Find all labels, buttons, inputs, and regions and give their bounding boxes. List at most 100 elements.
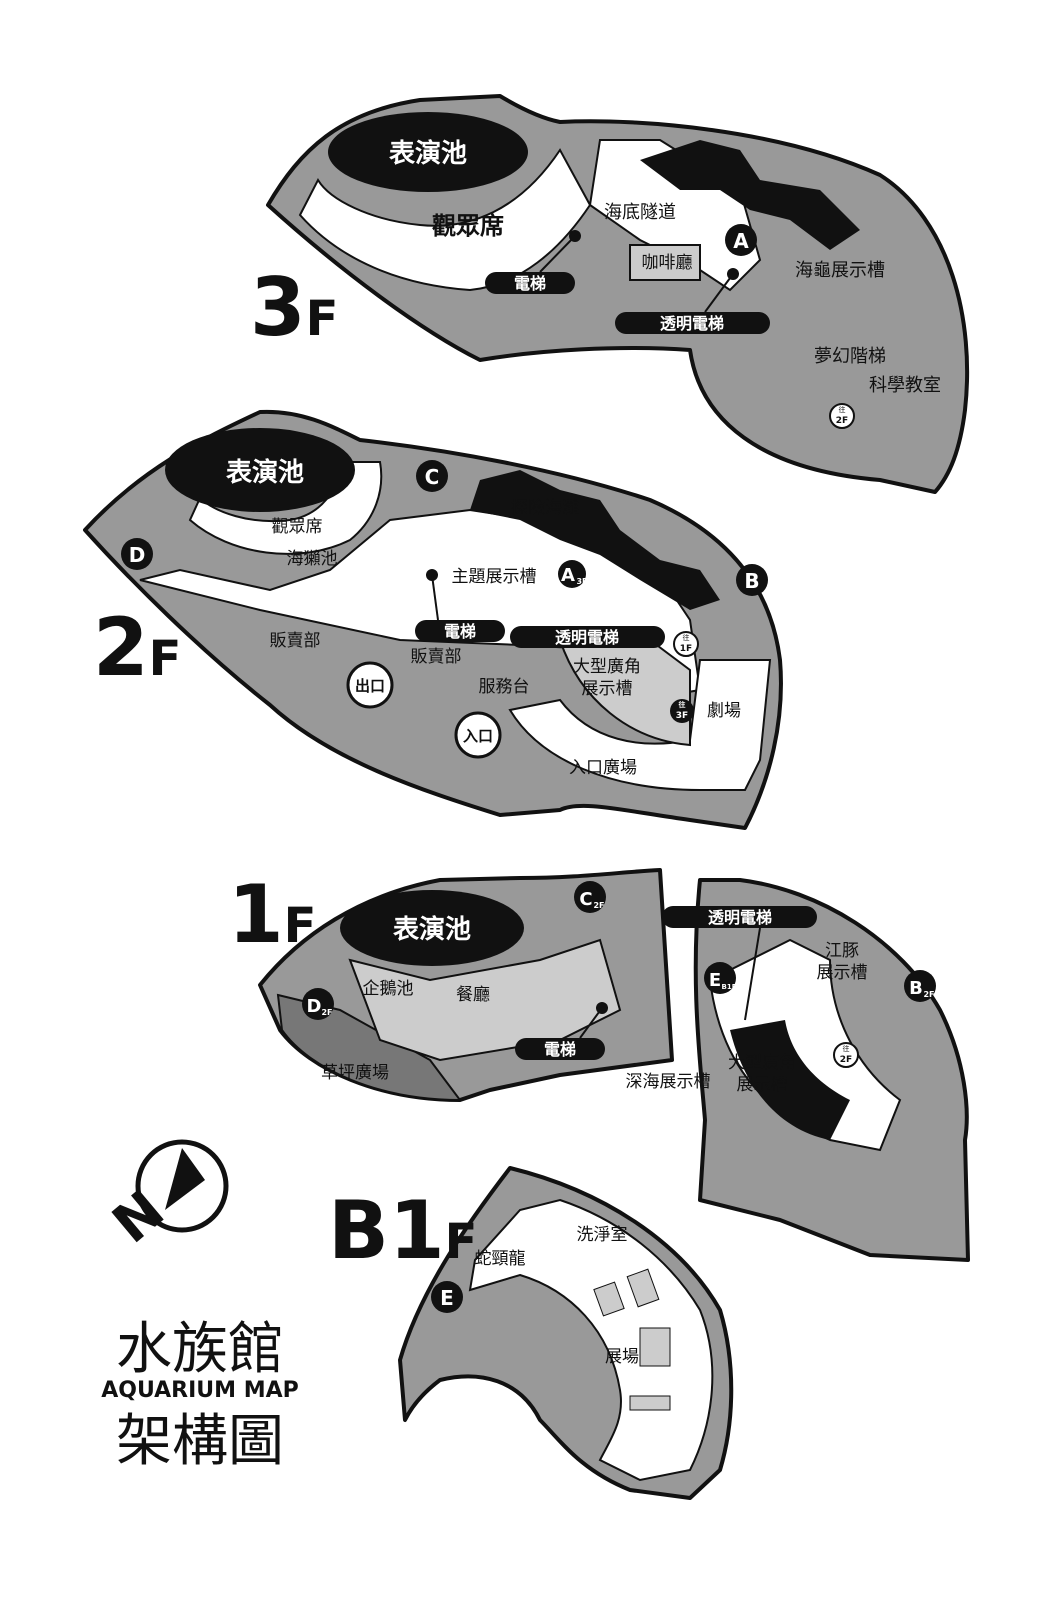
marker-e-1f-label: E [709, 970, 721, 991]
elevator-3f-pill[interactable] [485, 272, 575, 294]
to-2f-badge-3f-label: 2F [836, 416, 848, 426]
compass-arrow-icon [165, 1148, 205, 1210]
penguin-pool-1f-label: 企鵝池 [363, 979, 414, 999]
exhibit-block-4 [629, 1395, 671, 1411]
compass: N [101, 1139, 229, 1255]
wide-tank-1f-shape [730, 1020, 850, 1140]
marker-c-2f[interactable] [416, 460, 448, 492]
seating-2f [188, 461, 383, 555]
beach-2f [470, 470, 720, 610]
floor-b1f-tag: B1F [328, 1184, 477, 1277]
glass-elevator-3f-pill[interactable] [615, 312, 770, 334]
elevator-1f-label: 電梯 [544, 1040, 576, 1059]
marker-b-1f[interactable] [904, 970, 936, 1002]
pool-2f-label: 表演池 [226, 457, 304, 488]
marker-c-2f-label: C [425, 465, 440, 489]
glass-elevator-1f-pill[interactable] [662, 906, 817, 928]
to-2f-badge-1f-small: 往 [843, 1044, 850, 1053]
service-desk-2f-label: 服務台 [479, 677, 530, 697]
elevator-1f-pill[interactable] [515, 1038, 605, 1060]
cafe-3f-room [629, 244, 701, 281]
marker-e-1f[interactable] [704, 962, 736, 994]
theme-tank-2f-leader [431, 574, 439, 621]
marker-c-1f-sub: 2F [593, 901, 604, 910]
theater-2f-label: 劇場 [707, 701, 741, 721]
dolphin-1f-label-2: 展示槽 [817, 963, 868, 983]
exit-2f[interactable] [346, 661, 394, 709]
to-1f-badge-2f-label: 1F [680, 644, 692, 654]
wide-tank-1f-label-2: 展示槽 [737, 1075, 788, 1095]
shop-center-2f-label: 販賣部 [411, 647, 462, 667]
restaurant-1f [348, 938, 622, 1062]
marker-a-2f-label: A [561, 565, 575, 586]
marker-a-3f[interactable] [725, 224, 757, 256]
glass-elevator-1f-label: 透明電梯 [708, 908, 772, 927]
pool-1f-label: 表演池 [393, 914, 471, 945]
tank-area-1f [708, 938, 902, 1152]
dream-stairs-3f-label: 夢幻階梯 [814, 346, 886, 367]
floor-b1f: 洗淨室 蛇頸龍 展場 E B1F [328, 1166, 734, 1500]
elevator-3f-leader [539, 235, 576, 273]
tunnel-3f-label: 海底隧道 [604, 202, 676, 223]
marker-b-1f-sub: 2F [923, 990, 934, 999]
marker-e-b1f[interactable] [431, 1281, 463, 1313]
pool-3f-shape [328, 112, 528, 192]
marker-a-2f-sub: 3F [576, 577, 587, 586]
to-3f-badge-2f-label: 3F [676, 711, 688, 721]
marker-b-2f[interactable] [736, 564, 768, 596]
glass-elevator-3f-leader [704, 273, 734, 313]
wide-tank-2f-label-2: 展示槽 [582, 679, 633, 699]
glass-elevator-1f-leader [744, 927, 761, 1021]
elevator-2f-pill[interactable] [415, 620, 505, 642]
to-3f-badge-2f[interactable] [670, 699, 694, 723]
marker-d-2f[interactable] [121, 538, 153, 570]
otter-pool-2f-label: 海獺池 [287, 549, 338, 569]
marker-d-2f-label: D [129, 543, 146, 567]
deep-sea-1f-label: 深海展示槽 [626, 1072, 711, 1092]
map-title: 水族館 AQUARIUM MAP 架構圖 [101, 1317, 299, 1474]
pool-2f-shape [165, 428, 355, 512]
entrance-plaza-2f-label: 入口廣場 [569, 758, 637, 778]
to-1f-badge-2f[interactable] [673, 631, 699, 657]
title-cn-bottom: 架構圖 [116, 1409, 284, 1474]
to-1f-badge-2f-small: 往 [683, 633, 690, 642]
marker-a-2f[interactable] [558, 560, 586, 588]
exhibit-hall-b1f-label: 展場 [605, 1347, 639, 1367]
exhibit-block-2 [626, 1268, 660, 1308]
cafe-3f-label: 咖啡廳 [642, 253, 693, 273]
wide-tank-2f [558, 639, 691, 747]
theme-tank-2f-label: 主題展示槽 [452, 567, 537, 587]
title-cn-top: 水族館 [116, 1317, 284, 1382]
marker-c-1f[interactable] [574, 881, 606, 913]
floor-3f-tag: 3F [250, 261, 338, 354]
entrance-2f-label: 入口 [463, 727, 493, 745]
turtle-tank-3f-label: 海龜展示槽 [795, 260, 885, 281]
science-room-3f-label: 科學教室 [869, 375, 941, 396]
marker-e-1f-sub: B1F [722, 983, 737, 991]
glass-elevator-2f-pill[interactable] [510, 626, 665, 648]
elevator-2f-label: 電梯 [444, 622, 476, 641]
marker-c-1f-label: C [579, 889, 592, 910]
floor-1f: 表演池 企鵝池 餐廳 草坪廣場 電梯 透明電梯 江豚 展示槽 大型廣角 展示槽 … [228, 868, 970, 1262]
exit-2f-label: 出口 [355, 677, 385, 695]
floor-2f: 表演池 觀眾席 海獺池 探險海灘 主題展示槽 電梯 透明電梯 販賣部 販賣部 出… [83, 409, 783, 830]
marker-d-1f[interactable] [302, 988, 334, 1020]
marker-d-1f-label: D [307, 996, 322, 1017]
exhibit-block-3 [639, 1327, 671, 1367]
lawn-1f [276, 993, 463, 1102]
to-3f-badge-2f-small: 往 [679, 700, 686, 709]
marker-b-2f-label: B [744, 569, 759, 593]
to-2f-badge-3f[interactable] [829, 403, 855, 429]
glass-elevator-2f-label: 透明電梯 [555, 628, 619, 647]
marker-e-b1f-label: E [440, 1286, 454, 1310]
entrance-2f[interactable] [454, 711, 502, 759]
floor-2f-tag: 2F [93, 601, 181, 694]
title-en: AQUARIUM MAP [101, 1378, 299, 1403]
to-2f-badge-1f[interactable] [833, 1042, 859, 1068]
restroom-b1f-label: 洗淨室 [577, 1225, 628, 1245]
elevator-3f-label: 電梯 [514, 274, 546, 293]
seating-3f-label: 觀眾席 [432, 212, 504, 240]
tank-3f [640, 140, 860, 250]
